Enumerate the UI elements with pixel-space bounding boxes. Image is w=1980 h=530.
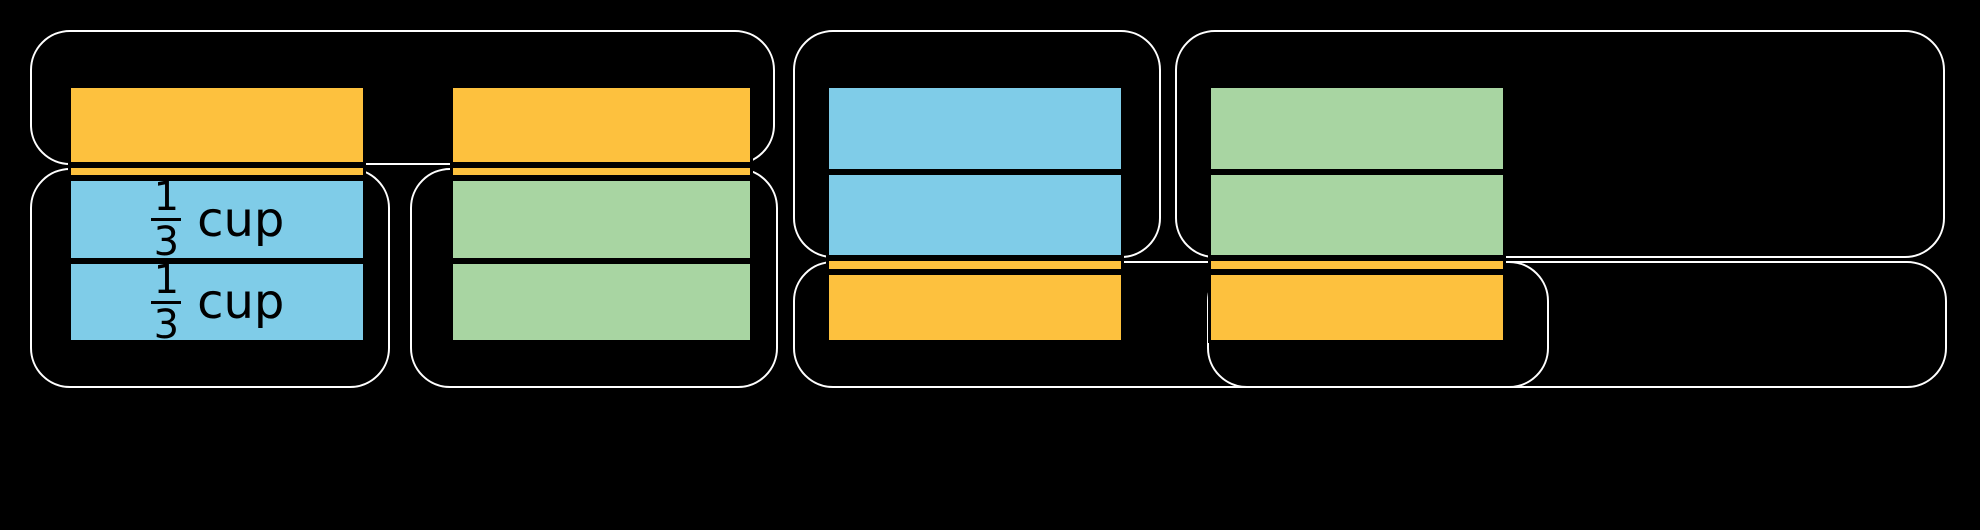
fraction-one-third: 1 3 [150, 177, 183, 262]
bar-group-2 [450, 85, 753, 343]
fraction-denominator: 3 [153, 301, 180, 348]
bar-segment-g4-s2[interactable] [1208, 172, 1506, 258]
fraction-divider [151, 300, 182, 304]
bar-segment-g1-s1[interactable] [68, 85, 366, 165]
bar-group-1: 1 3 cup 1 3 cup [68, 85, 366, 345]
bar-segment-g2-s3[interactable] [450, 178, 753, 261]
bar-segment-g2-s4[interactable] [450, 261, 753, 343]
unit-label: cup [197, 191, 285, 248]
bar-segment-g4-s3[interactable] [1208, 258, 1506, 272]
segment-label-g1-s4: 1 3 cup [150, 260, 285, 345]
fraction-numerator: 1 [153, 174, 180, 220]
bar-segment-g2-s1[interactable] [450, 85, 753, 165]
bar-segment-g4-s1[interactable] [1208, 85, 1506, 172]
bar-segment-g3-s3[interactable] [826, 258, 1124, 272]
bar-segment-g2-s2[interactable] [450, 165, 753, 178]
fraction-one-third: 1 3 [150, 260, 183, 345]
bar-group-3 [826, 85, 1124, 343]
bar-group-4 [1208, 85, 1506, 343]
fraction-divider [151, 218, 182, 221]
bar-segment-g3-s2[interactable] [826, 172, 1124, 258]
segment-label-g1-s3: 1 3 cup [150, 177, 285, 262]
bar-segment-g1-s3[interactable]: 1 3 cup [68, 177, 366, 262]
bar-segment-g4-s4[interactable] [1208, 272, 1506, 343]
fraction-numerator: 1 [153, 256, 180, 303]
unit-label: cup [197, 274, 285, 330]
bar-segment-g1-s2[interactable] [68, 165, 366, 178]
fraction-denominator: 3 [153, 219, 180, 265]
bar-segment-g3-s1[interactable] [826, 85, 1124, 172]
bar-segment-g3-s4[interactable] [826, 272, 1124, 343]
bar-segment-g1-s4[interactable]: 1 3 cup [68, 260, 366, 345]
